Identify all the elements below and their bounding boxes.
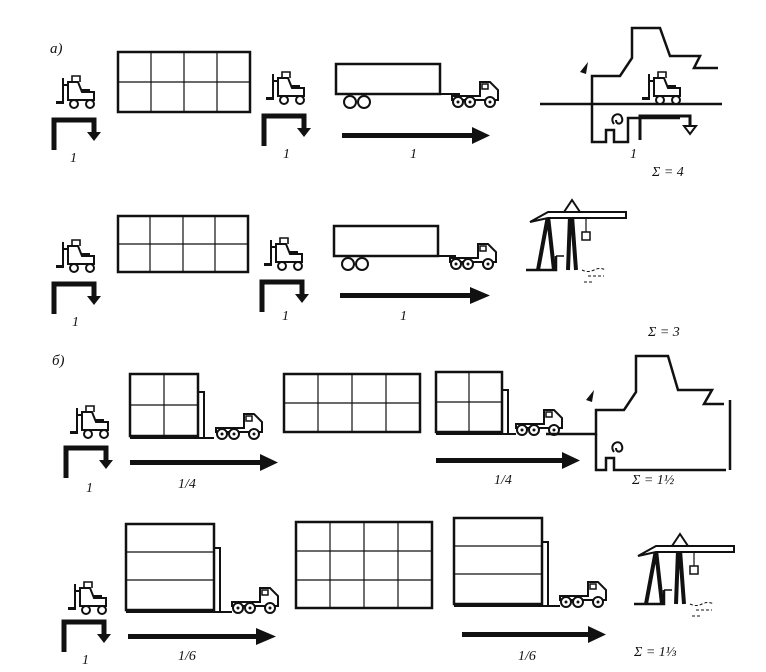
row-4 (64, 516, 736, 652)
step-label: 1 (82, 653, 89, 668)
row-1 (54, 26, 722, 150)
step-label: 1 (72, 315, 79, 330)
container-grid (116, 214, 250, 274)
step-label: 1/6 (518, 649, 536, 664)
row-3 (66, 354, 732, 478)
forklift-icon (67, 581, 107, 615)
forklift-icon (55, 239, 95, 273)
handling-bracket-icon (66, 448, 113, 478)
step-label: 1 (282, 309, 289, 324)
pallet-truck-icon (434, 370, 563, 436)
forklift-icon (263, 237, 303, 271)
pallet-truck-icon (124, 522, 279, 614)
handling-bracket-icon (54, 120, 101, 150)
container-grid (294, 520, 434, 610)
step-label: 1 (630, 147, 637, 162)
transport-arrow (128, 628, 276, 645)
sum-label: Σ = 3 (648, 325, 680, 340)
section-a-label: а) (50, 41, 63, 57)
pallet-truck-icon (452, 516, 607, 608)
step-label: 1/6 (178, 649, 196, 664)
handling-bracket-icon (262, 282, 309, 312)
sum-label: Σ = 1⅓ (634, 645, 677, 660)
step-label: 1/4 (178, 477, 196, 492)
handling-bracket-icon (264, 116, 311, 146)
forklift-icon (69, 405, 109, 439)
transport-arrow (130, 454, 278, 471)
row-2 (54, 198, 628, 314)
handling-bracket-icon (64, 622, 111, 652)
ship-icon (540, 26, 722, 144)
semi-trailer-truck-icon (334, 62, 499, 109)
step-label: 1 (400, 309, 407, 324)
forklift-icon (55, 75, 95, 109)
transport-arrow (462, 626, 606, 643)
step-label: 1/4 (494, 473, 512, 488)
container-grid (116, 50, 252, 114)
step-label: 1 (70, 151, 77, 166)
pallet-truck-icon (128, 372, 263, 440)
step-label: 1 (410, 147, 417, 162)
transport-arrow (436, 452, 580, 469)
semi-trailer-truck-icon (332, 224, 497, 271)
container-grid (282, 372, 422, 434)
sum-label: Σ = 4 (652, 165, 684, 180)
transport-arrow (340, 287, 490, 304)
ship-icon (546, 354, 732, 472)
section-b-label: б) (52, 353, 65, 369)
sum-label: Σ = 1½ (632, 473, 675, 488)
handling-bracket-icon (54, 284, 101, 314)
step-label: 1 (86, 481, 93, 496)
port-crane-icon (524, 198, 628, 284)
port-crane-icon (632, 532, 736, 618)
transport-arrow (342, 127, 490, 144)
step-label: 1 (283, 147, 290, 162)
forklift-icon (265, 71, 305, 105)
